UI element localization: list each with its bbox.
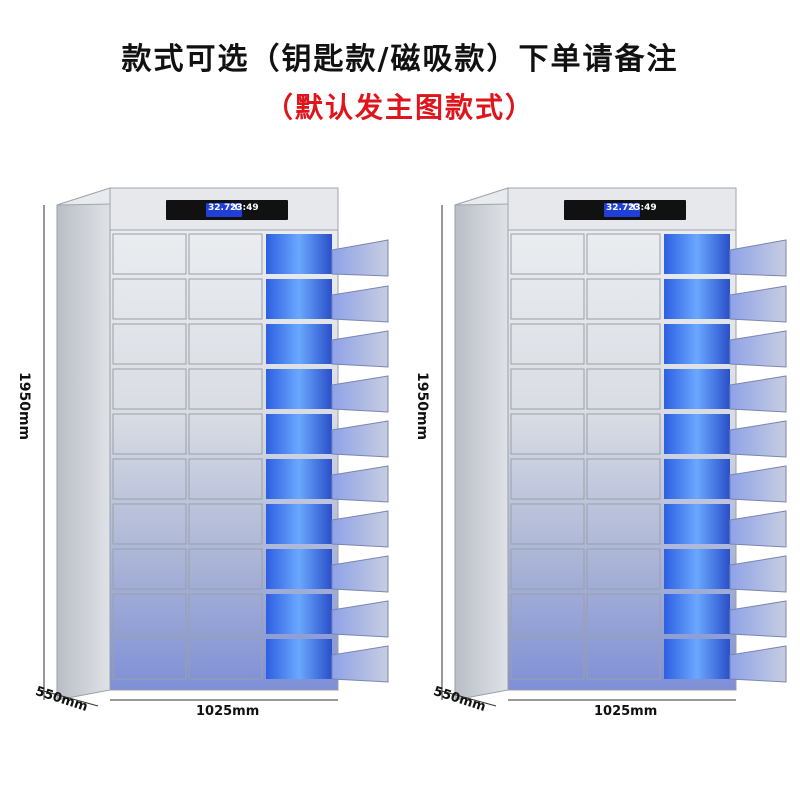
height-dimension-label: 1950mm: [414, 372, 430, 441]
cabinet-right: [437, 187, 787, 707]
display-temp: 32.7℃: [606, 203, 640, 213]
width-dimension-label: 1025mm: [594, 704, 658, 719]
display-time: 23:49: [230, 203, 259, 213]
locker-rows: [112, 233, 332, 680]
cabinet-left: [39, 187, 389, 707]
display-temp: 32.7℃: [208, 203, 242, 213]
page-subtitle: （默认发主图款式）: [264, 91, 535, 124]
page-title: 款式可选（钥匙款/磁吸款）下单请备注: [121, 42, 679, 77]
width-dimension-label: 1025mm: [196, 704, 260, 719]
height-dimension-label: 1950mm: [16, 372, 32, 441]
display-time: 23:49: [628, 203, 657, 213]
